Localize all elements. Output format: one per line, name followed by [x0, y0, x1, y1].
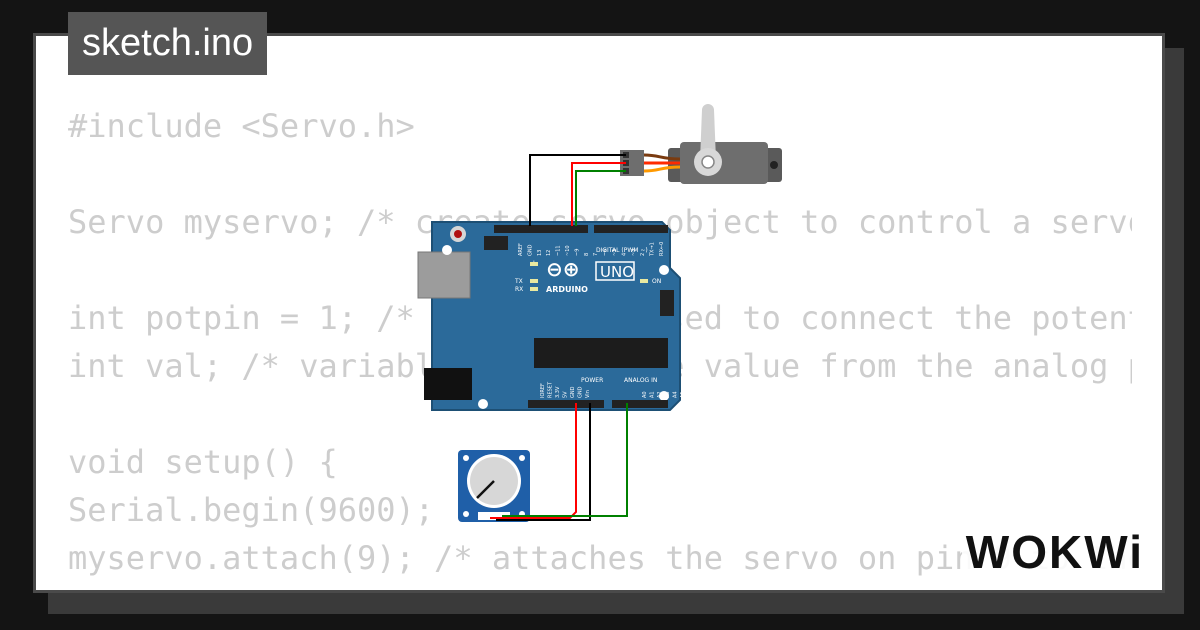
digital-pin-label-6: ~9 — [574, 249, 580, 256]
power-jack — [424, 368, 472, 400]
potentiometer[interactable] — [458, 450, 530, 522]
analog-pin-label-5: A5 — [680, 391, 686, 398]
wokwi-logo: WOKWi — [961, 524, 1148, 580]
usb-port — [417, 251, 471, 299]
analog-pin-label-3: A3 — [665, 391, 671, 398]
power-pin-label-4: GND — [570, 386, 576, 398]
digital-pin-label-9: ~6 — [603, 249, 609, 256]
digital-pin-label-8: 7 — [593, 253, 599, 256]
wire-servo-power — [571, 162, 626, 226]
digital-pin-label-3: 12 — [546, 250, 552, 256]
wire-pot-signal — [502, 403, 628, 517]
digital-pin-label-5: ~10 — [565, 245, 571, 256]
analog-pin-label-1: A1 — [650, 391, 656, 398]
code-line-11: } — [68, 582, 1132, 590]
arduino-uno-board[interactable]: DIGITAL (PWM ~) ⊖⊕ UNO ARDUINO L TX RX O… — [417, 221, 686, 411]
servo-wire-brown — [643, 153, 681, 161]
digital-pin-label-1: GND — [527, 244, 533, 256]
digital-pin-label-0: AREF — [518, 243, 524, 256]
servo-wire-orange — [643, 165, 681, 173]
led-tx-label: TX — [514, 278, 523, 285]
digital-pin-label-10: ~5 — [612, 249, 618, 256]
power-header-label: POWER — [581, 377, 603, 384]
potentiometer-pins — [478, 512, 510, 520]
digital-pin-label-12: ~3 — [631, 249, 637, 256]
board-brand-label: ARDUINO — [546, 285, 588, 294]
power-pin-label-2: 3.3V — [555, 386, 561, 398]
power-pin-label-3: 5V — [563, 391, 569, 398]
code-line-1: #include <Servo.h> — [68, 107, 415, 145]
power-pin-label-6: Vin — [585, 390, 591, 398]
code-line-9: Serial.begin(9600); — [68, 491, 435, 529]
analog-header-label: ANALOG IN — [624, 377, 657, 384]
analog-pin-label-4: A4 — [672, 391, 678, 398]
analog-header — [612, 400, 668, 408]
servo-motor[interactable] — [620, 104, 782, 184]
sketch-filename-tab: sketch.ino — [68, 12, 268, 75]
digital-pin-label-7: 8 — [584, 253, 590, 256]
wire-servo-signal — [575, 170, 626, 226]
arduino-infinity-logo: ⊖⊕ — [546, 257, 580, 281]
digital-header-label: DIGITAL (PWM ~) — [596, 247, 648, 254]
board-model-label: UNO — [600, 263, 634, 281]
digital-pin-label-13: 2 — [640, 253, 646, 256]
power-pin-label-0: IOREF — [540, 383, 546, 398]
power-pin-label-1: RESET — [548, 381, 554, 398]
wire-servo-ground — [529, 154, 626, 226]
digital-pin-label-11: 4 — [621, 253, 627, 256]
digital-pin-label-2: 13 — [537, 250, 543, 256]
microcontroller-chip — [534, 338, 668, 368]
led-on-label: ON — [652, 278, 661, 285]
digital-pin-label-14: TX→1 — [650, 242, 656, 257]
analog-pin-label-0: A0 — [642, 391, 648, 398]
digital-pin-label-15: RX←0 — [659, 242, 665, 256]
led-rx-label: RX — [515, 286, 523, 293]
code-line-8: void setup() { — [68, 443, 338, 481]
power-pin-label-5: GND — [578, 386, 584, 398]
wire-pot-ground — [496, 403, 591, 521]
power-header — [528, 400, 604, 408]
digital-header-left — [494, 225, 588, 233]
digital-pin-label-4: ~11 — [556, 245, 562, 256]
analog-pin-label-2: A2 — [657, 391, 663, 398]
wires — [490, 154, 628, 521]
digital-header-right — [594, 225, 668, 233]
